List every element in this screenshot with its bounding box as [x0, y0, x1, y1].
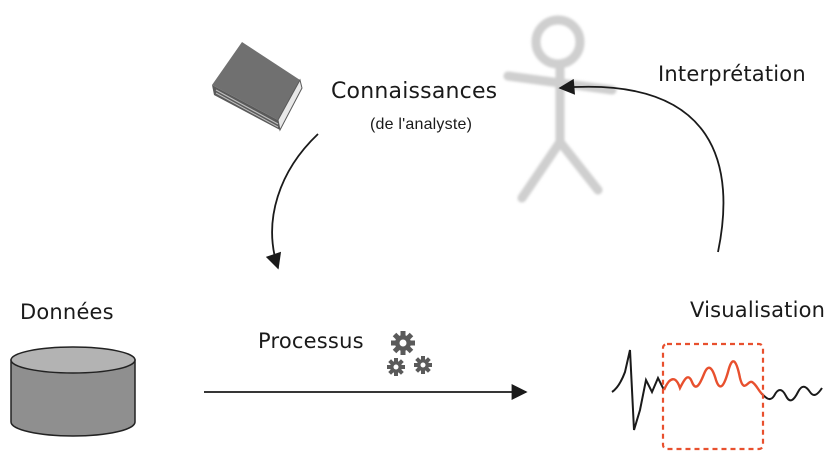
visualization-label: Visualisation [690, 298, 826, 322]
interpretation-arrow [558, 78, 725, 253]
knowledge-label: Connaissances [331, 79, 498, 104]
interpretation-label: Interprétation [658, 62, 806, 86]
knowledge-sublabel: (de l'analyste) [370, 116, 473, 133]
book-icon [212, 42, 303, 132]
highlight-window [661, 342, 765, 451]
signal-waveform-icon [611, 342, 823, 451]
knowledge-to-process-arrow [265, 133, 319, 270]
stick-figure-icon [503, 15, 617, 203]
data-label: Données [20, 300, 114, 324]
database-cylinder-icon [10, 346, 136, 437]
process-label: Processus [258, 329, 364, 353]
gears-icon [387, 331, 432, 376]
